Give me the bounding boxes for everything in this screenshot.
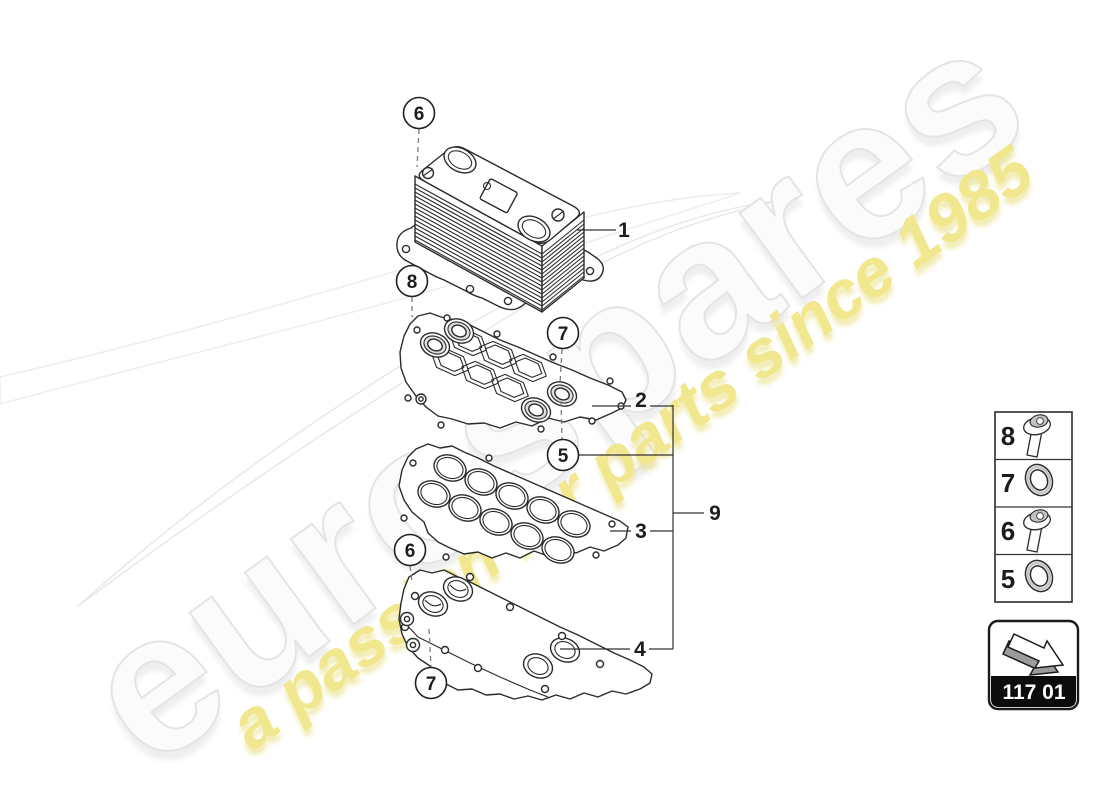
label-4: 4	[634, 638, 646, 661]
callout-7-upper-num: 7	[558, 324, 569, 345]
callout-7-lower-num: 7	[426, 674, 437, 695]
gasket-bolt-holes	[400, 454, 616, 561]
part-code-box: 117 01	[987, 619, 1080, 711]
adapter-bolt-holes	[404, 314, 625, 433]
cover-plate	[398, 569, 653, 701]
o-ring-icon	[1024, 559, 1054, 593]
callout-6-lower-num: 6	[405, 541, 416, 562]
callout-8: 8	[395, 264, 429, 298]
arrow-icon	[1002, 633, 1065, 676]
callout-8-num: 8	[407, 272, 418, 293]
label-3: 3	[635, 520, 647, 543]
hex-web	[431, 327, 547, 403]
leader-lines	[409, 128, 563, 668]
label-1: 1	[618, 219, 630, 242]
part-code-text: 117 01	[1002, 681, 1065, 704]
label-9: 9	[709, 502, 721, 525]
callout-5: 5	[546, 438, 580, 472]
cooler-fins	[414, 183, 585, 311]
adapter-plate	[399, 312, 627, 433]
callout-6-lower: 6	[393, 533, 427, 567]
cover-bolt-holes	[399, 572, 605, 694]
callouts: 6 8 7 5 6 7	[393, 96, 580, 700]
o-ring-icon	[1024, 463, 1054, 497]
legend-row-8-num: 8	[1001, 421, 1015, 451]
callout-7-upper: 7	[546, 316, 580, 350]
label-2: 2	[635, 389, 647, 412]
legend-row-6-num: 6	[1001, 516, 1015, 546]
part-code-bar	[991, 676, 1076, 707]
cover-ports	[417, 576, 581, 679]
callout-6-top-num: 6	[414, 104, 425, 125]
part-labels: 1 2 3 4 9	[618, 219, 721, 661]
gasket	[398, 443, 629, 564]
callout-5-num: 5	[558, 446, 569, 467]
legend: 8 7 6 5	[994, 411, 1073, 603]
oil-cooler	[396, 146, 605, 313]
legend-row-7-num: 7	[1001, 468, 1015, 498]
callout-7-lower: 7	[414, 666, 448, 700]
bracket-lines	[560, 229, 704, 650]
legend-row-5-num: 5	[1001, 564, 1015, 594]
torx-bolt-icon	[1023, 509, 1051, 553]
callout-6-top: 6	[402, 96, 436, 130]
adapter-ports	[419, 318, 578, 423]
gasket-holes	[417, 454, 591, 564]
torx-bolt-icon	[1023, 414, 1051, 458]
